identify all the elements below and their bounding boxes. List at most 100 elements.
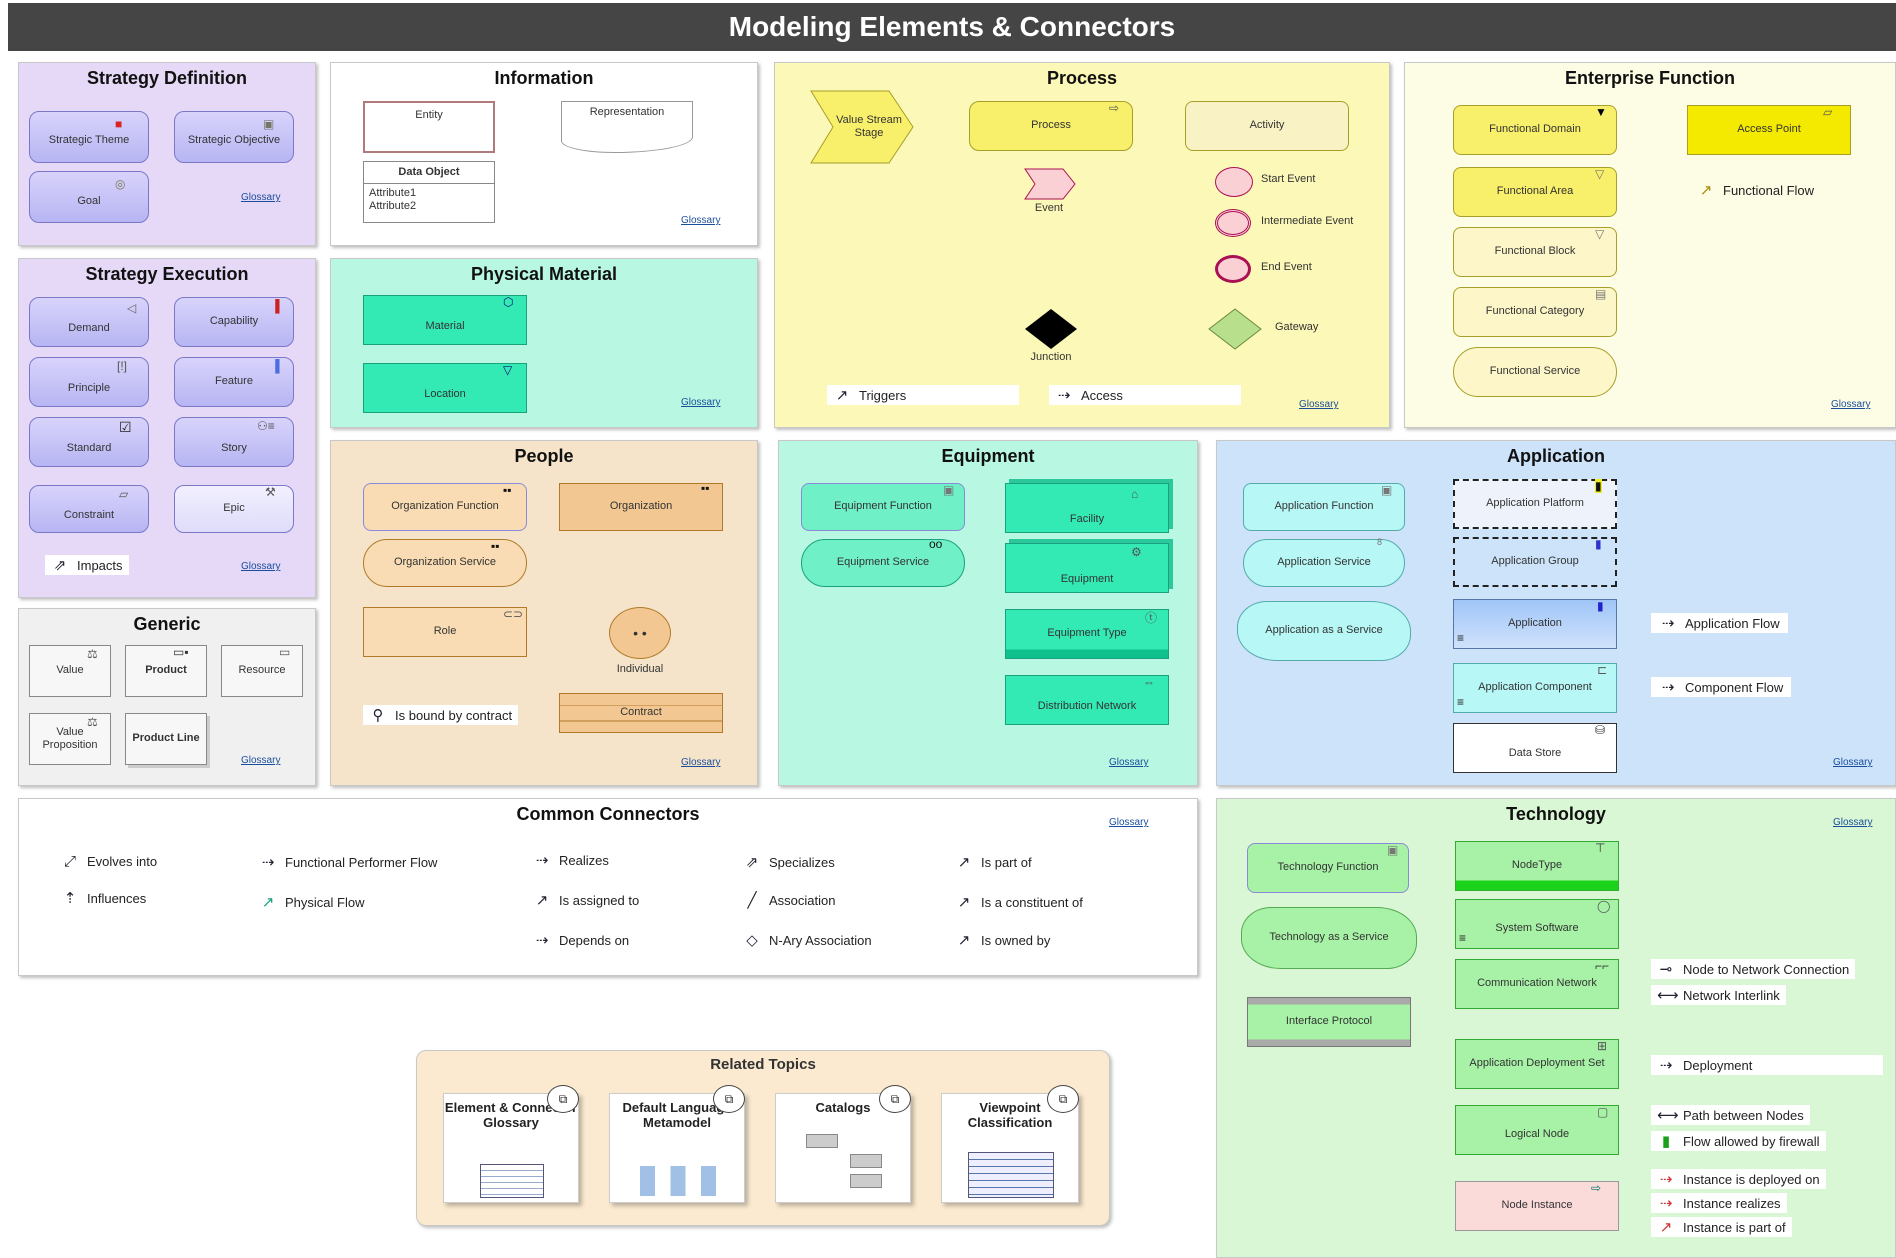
technology-as-a-service[interactable]: Technology as a Service <box>1241 907 1417 969</box>
application-as-a-service[interactable]: Application as a Service <box>1237 601 1411 661</box>
contract[interactable]: Contract <box>559 693 723 733</box>
connector-is-assigned-to[interactable]: ↗Is assigned to <box>533 891 640 909</box>
application[interactable]: Application <box>1453 599 1617 649</box>
instance-deployed-connector[interactable]: ⇢Instance is deployed on <box>1651 1169 1826 1189</box>
representation[interactable]: Representation <box>561 101 693 153</box>
bound-by-contract-connector[interactable]: ⚲Is bound by contract <box>363 705 519 725</box>
path-between-nodes-connector[interactable]: ⟷Path between Nodes <box>1651 1105 1810 1125</box>
data-store[interactable]: Data Store <box>1453 723 1617 773</box>
instance-part-of-connector[interactable]: ↗Instance is part of <box>1651 1217 1792 1237</box>
application-component[interactable]: Application Component <box>1453 663 1617 713</box>
node-type[interactable]: NodeType <box>1455 841 1619 891</box>
connector-realizes[interactable]: ⇢Realizes <box>533 851 609 869</box>
connector-physical-flow[interactable]: ↗Physical Flow <box>259 893 365 911</box>
data-object[interactable]: Data Object Attribute1 Attribute2 <box>363 161 495 223</box>
functional-area[interactable]: Functional Area <box>1453 167 1617 217</box>
glossary-link[interactable]: Glossary <box>1299 399 1339 410</box>
node-instance[interactable]: Node Instance <box>1455 1181 1619 1231</box>
glossary-link[interactable]: Glossary <box>681 757 721 768</box>
strategic-theme[interactable]: Strategic Theme <box>29 111 149 163</box>
application-deployment-set[interactable]: Application Deployment Set <box>1455 1039 1619 1089</box>
value-proposition[interactable]: Value Proposition <box>29 713 111 765</box>
instance-realizes-connector[interactable]: ⇢Instance realizes <box>1651 1193 1787 1213</box>
application-platform[interactable]: Application Platform <box>1453 479 1617 529</box>
glossary-link[interactable]: Glossary <box>1833 757 1873 768</box>
functional-category[interactable]: Functional Category <box>1453 287 1617 337</box>
strategic-objective[interactable]: Strategic Objective <box>174 111 294 163</box>
junction-shape[interactable] <box>1023 307 1079 351</box>
glossary-link[interactable]: Glossary <box>1109 757 1149 768</box>
product-line[interactable]: Product Line <box>125 713 207 765</box>
location[interactable]: Location <box>363 363 527 413</box>
end-event[interactable] <box>1215 255 1251 283</box>
access-connector[interactable]: ⇢Access <box>1049 385 1241 405</box>
impacts-connector[interactable]: ⇗Impacts <box>45 555 129 575</box>
firewall-connector[interactable]: ▮Flow allowed by firewall <box>1651 1131 1826 1151</box>
value-stream-stage-shape[interactable] <box>809 89 917 165</box>
feature[interactable]: Feature <box>174 357 294 407</box>
connector-n-ary-association[interactable]: ◇N-Ary Association <box>743 931 871 949</box>
glossary-link[interactable]: Glossary <box>241 561 281 572</box>
intermediate-event[interactable] <box>1215 209 1251 237</box>
connector-depends-on[interactable]: ⇢Depends on <box>533 931 629 949</box>
glossary-link[interactable]: Glossary <box>1833 817 1873 828</box>
goal[interactable]: Goal <box>29 171 149 223</box>
functional-service[interactable]: Functional Service <box>1453 347 1617 397</box>
interface-protocol[interactable]: Interface Protocol <box>1247 997 1411 1047</box>
demand[interactable]: Demand <box>29 297 149 347</box>
constraint[interactable]: Constraint <box>29 485 149 533</box>
equipment[interactable]: Equipment <box>1005 543 1169 593</box>
start-event[interactable] <box>1215 167 1253 197</box>
node-to-network-connector[interactable]: ⊸Node to Network Connection <box>1651 959 1856 979</box>
functional-block[interactable]: Functional Block <box>1453 227 1617 277</box>
deployment-connector[interactable]: ⇢Deployment <box>1651 1055 1883 1075</box>
organization-service[interactable]: Organization Service <box>363 539 527 587</box>
application-flow-connector[interactable]: ⇢Application Flow <box>1651 613 1788 633</box>
standard[interactable]: Standard <box>29 417 149 467</box>
network-interlink-connector[interactable]: ⟷Network Interlink <box>1651 985 1786 1005</box>
individual-face[interactable]: • • <box>609 607 671 659</box>
glossary-link[interactable]: Glossary <box>1109 817 1149 828</box>
topic-catalogs[interactable]: Catalogs <box>775 1093 911 1203</box>
capability[interactable]: Capability <box>174 297 294 347</box>
connector-is-a-constituent-of[interactable]: ↗Is a constituent of <box>955 893 1083 911</box>
equipment-type[interactable]: Equipment Type <box>1005 609 1169 659</box>
connector-specializes[interactable]: ⇗Specializes <box>743 853 835 871</box>
process[interactable]: Process <box>969 101 1133 151</box>
event-shape[interactable] <box>1023 167 1077 201</box>
technology-function[interactable]: Technology Function <box>1247 843 1409 893</box>
application-service[interactable]: Application Service <box>1243 539 1405 587</box>
connector-functional-performer-flow[interactable]: ⇢Functional Performer Flow <box>259 853 438 871</box>
equipment-function[interactable]: Equipment Function <box>801 483 965 531</box>
glossary-link[interactable]: Glossary <box>241 192 281 203</box>
role[interactable]: Role <box>363 607 527 657</box>
connector-is-owned-by[interactable]: ↗Is owned by <box>955 931 1051 949</box>
glossary-link[interactable]: Glossary <box>241 755 281 766</box>
product[interactable]: Product <box>125 645 207 697</box>
functional-domain[interactable]: Functional Domain <box>1453 105 1617 155</box>
communication-network[interactable]: Communication Network <box>1455 959 1619 1009</box>
logical-node[interactable]: Logical Node <box>1455 1105 1619 1155</box>
access-point[interactable]: Access Point <box>1687 105 1851 155</box>
value[interactable]: Value <box>29 645 111 697</box>
glossary-link[interactable]: Glossary <box>1831 399 1871 410</box>
application-group[interactable]: Application Group <box>1453 537 1617 587</box>
application-function[interactable]: Application Function <box>1243 483 1405 531</box>
story[interactable]: Story <box>174 417 294 467</box>
component-flow-connector[interactable]: ⇢Component Flow <box>1651 677 1792 697</box>
functional-flow-connector[interactable]: ↗Functional Flow <box>1697 181 1814 199</box>
entity[interactable]: Entity <box>363 101 495 153</box>
connector-influences[interactable]: ⇡Influences <box>61 889 147 907</box>
organization-function[interactable]: Organization Function <box>363 483 527 531</box>
connector-evolves-into[interactable]: ⤢Evolves into <box>61 853 157 870</box>
distribution-network[interactable]: Distribution Network <box>1005 675 1169 725</box>
equipment-service[interactable]: Equipment Service <box>801 539 965 587</box>
activity[interactable]: Activity <box>1185 101 1349 151</box>
epic[interactable]: Epic <box>174 485 294 533</box>
connector-is-part-of[interactable]: ↗Is part of <box>955 853 1032 871</box>
facility[interactable]: Facility <box>1005 483 1169 533</box>
gateway-shape[interactable] <box>1207 307 1263 351</box>
principle[interactable]: Principle <box>29 357 149 407</box>
organization[interactable]: Organization <box>559 483 723 531</box>
resource[interactable]: Resource <box>221 645 303 697</box>
